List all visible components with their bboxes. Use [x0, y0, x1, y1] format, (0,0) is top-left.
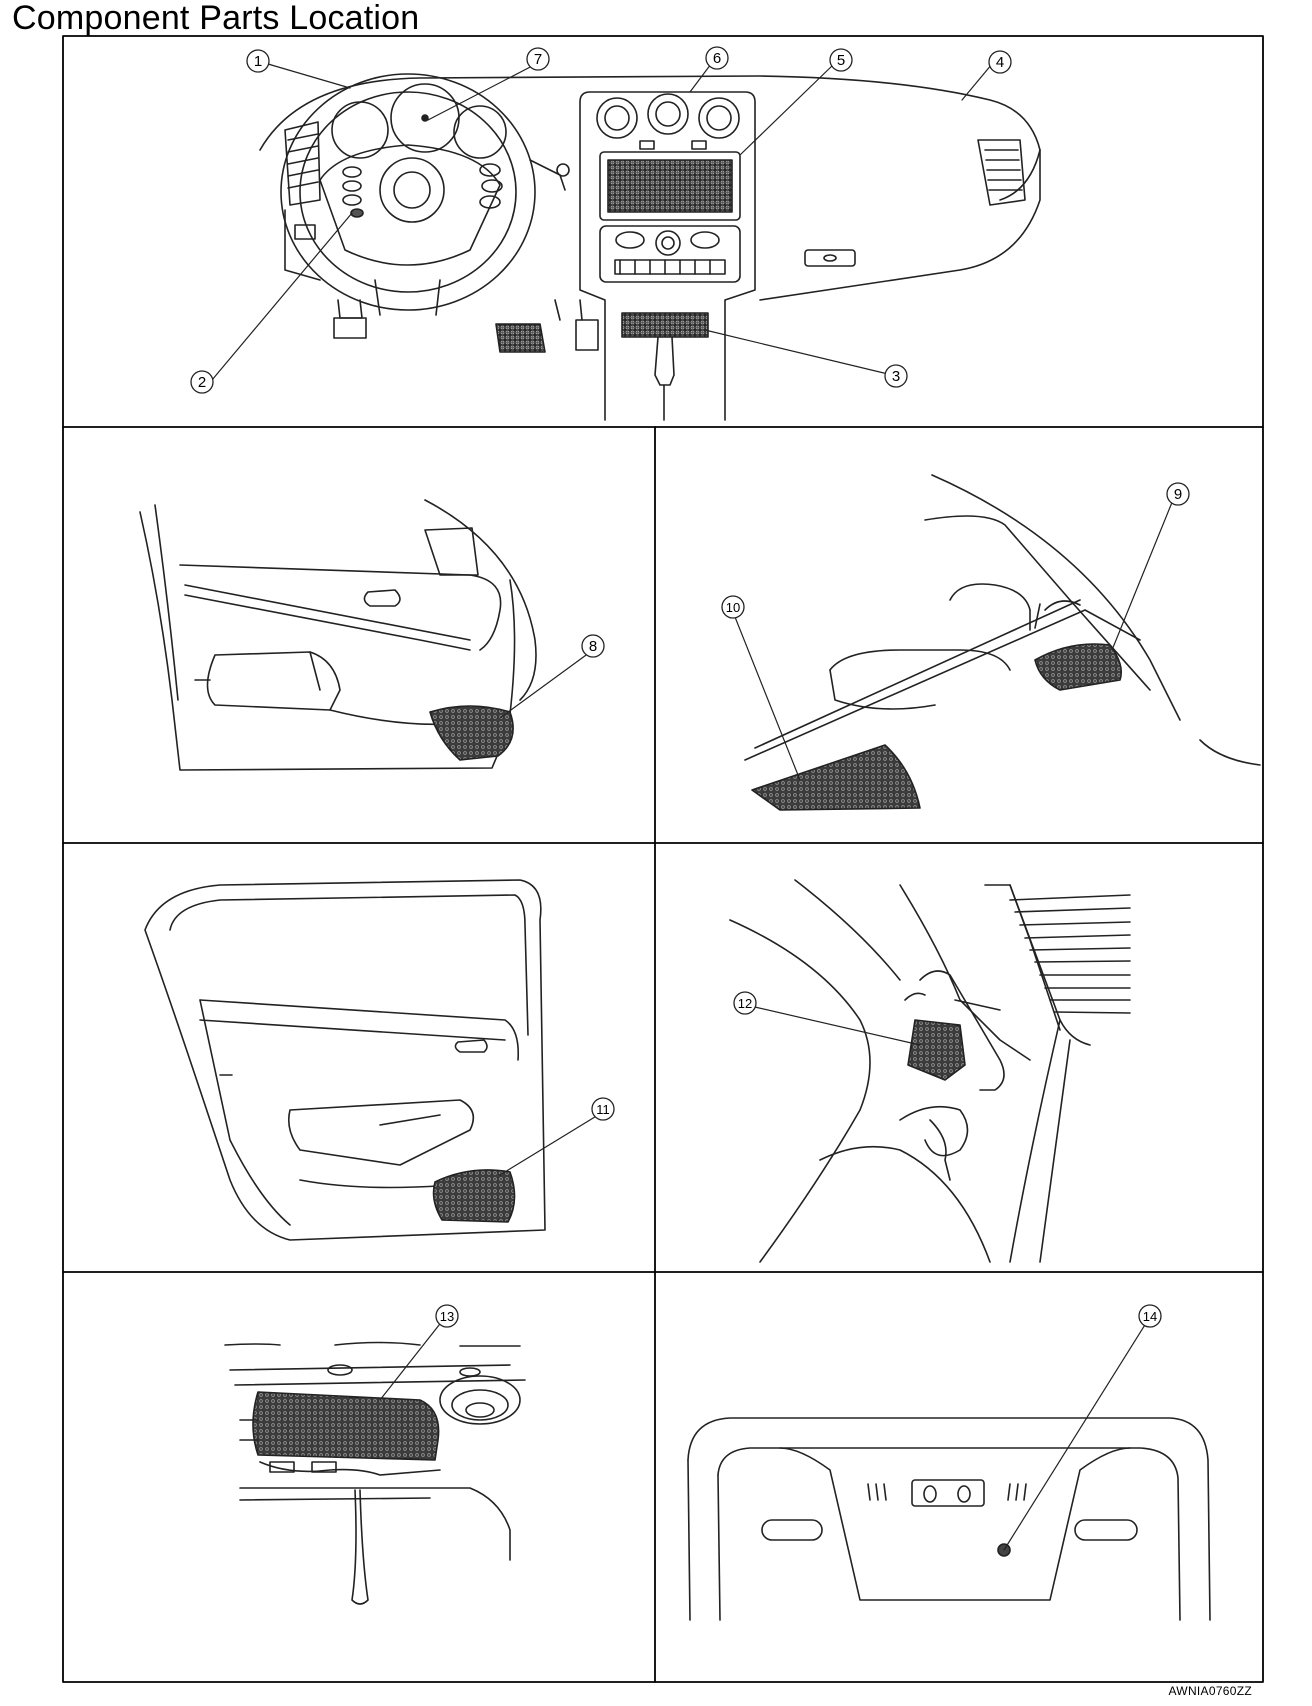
- front-door-illustration: [139, 499, 537, 771]
- callout-4: 4: [988, 50, 1012, 74]
- callout-3: 3: [884, 364, 908, 388]
- svg-text:9: 9: [1174, 486, 1182, 503]
- svg-text:7: 7: [534, 51, 542, 68]
- svg-text:1: 1: [254, 53, 262, 70]
- callout-14: 14: [1138, 1304, 1162, 1328]
- rear-deck-illustration: [224, 1341, 526, 1605]
- callout-2: 2: [190, 370, 214, 394]
- callout-10: 10: [721, 595, 745, 619]
- svg-text:3: 3: [892, 368, 900, 385]
- svg-text:13: 13: [440, 1309, 454, 1324]
- callout-8: 8: [581, 634, 605, 658]
- svg-text:12: 12: [738, 996, 752, 1011]
- svg-text:8: 8: [589, 638, 597, 655]
- figure-code: AWNIA0760ZZ: [1168, 1684, 1252, 1698]
- svg-text:6: 6: [713, 50, 721, 67]
- callout-11: 11: [591, 1097, 615, 1121]
- callout-9: 9: [1166, 482, 1190, 506]
- svg-text:10: 10: [726, 600, 740, 615]
- page-title: Component Parts Location: [12, 0, 420, 37]
- leader-lines: [211, 63, 1176, 1551]
- dashboard-illustration: [259, 73, 1041, 421]
- callout-6: 6: [705, 46, 729, 70]
- svg-text:2: 2: [198, 374, 206, 391]
- callout-1: 1: [246, 49, 270, 73]
- overhead-console-illustration: [687, 1417, 1211, 1621]
- svg-text:4: 4: [996, 54, 1004, 71]
- callout-7: 7: [526, 47, 550, 71]
- panel-grid: [62, 35, 1264, 1683]
- callout-5: 5: [829, 48, 853, 72]
- svg-text:5: 5: [837, 52, 845, 69]
- callouts: 1 2 3 4 5 6 7 8 9 10 11 12 13 14: [190, 46, 1190, 1328]
- callout-13: 13: [435, 1304, 459, 1328]
- rear-door-illustration: [144, 879, 546, 1241]
- svg-text:11: 11: [596, 1102, 610, 1117]
- rear-shelf-illustration: [744, 474, 1261, 811]
- callout-12: 12: [733, 991, 757, 1015]
- svg-text:14: 14: [1143, 1309, 1157, 1324]
- pillar-illustration: [729, 879, 1131, 1263]
